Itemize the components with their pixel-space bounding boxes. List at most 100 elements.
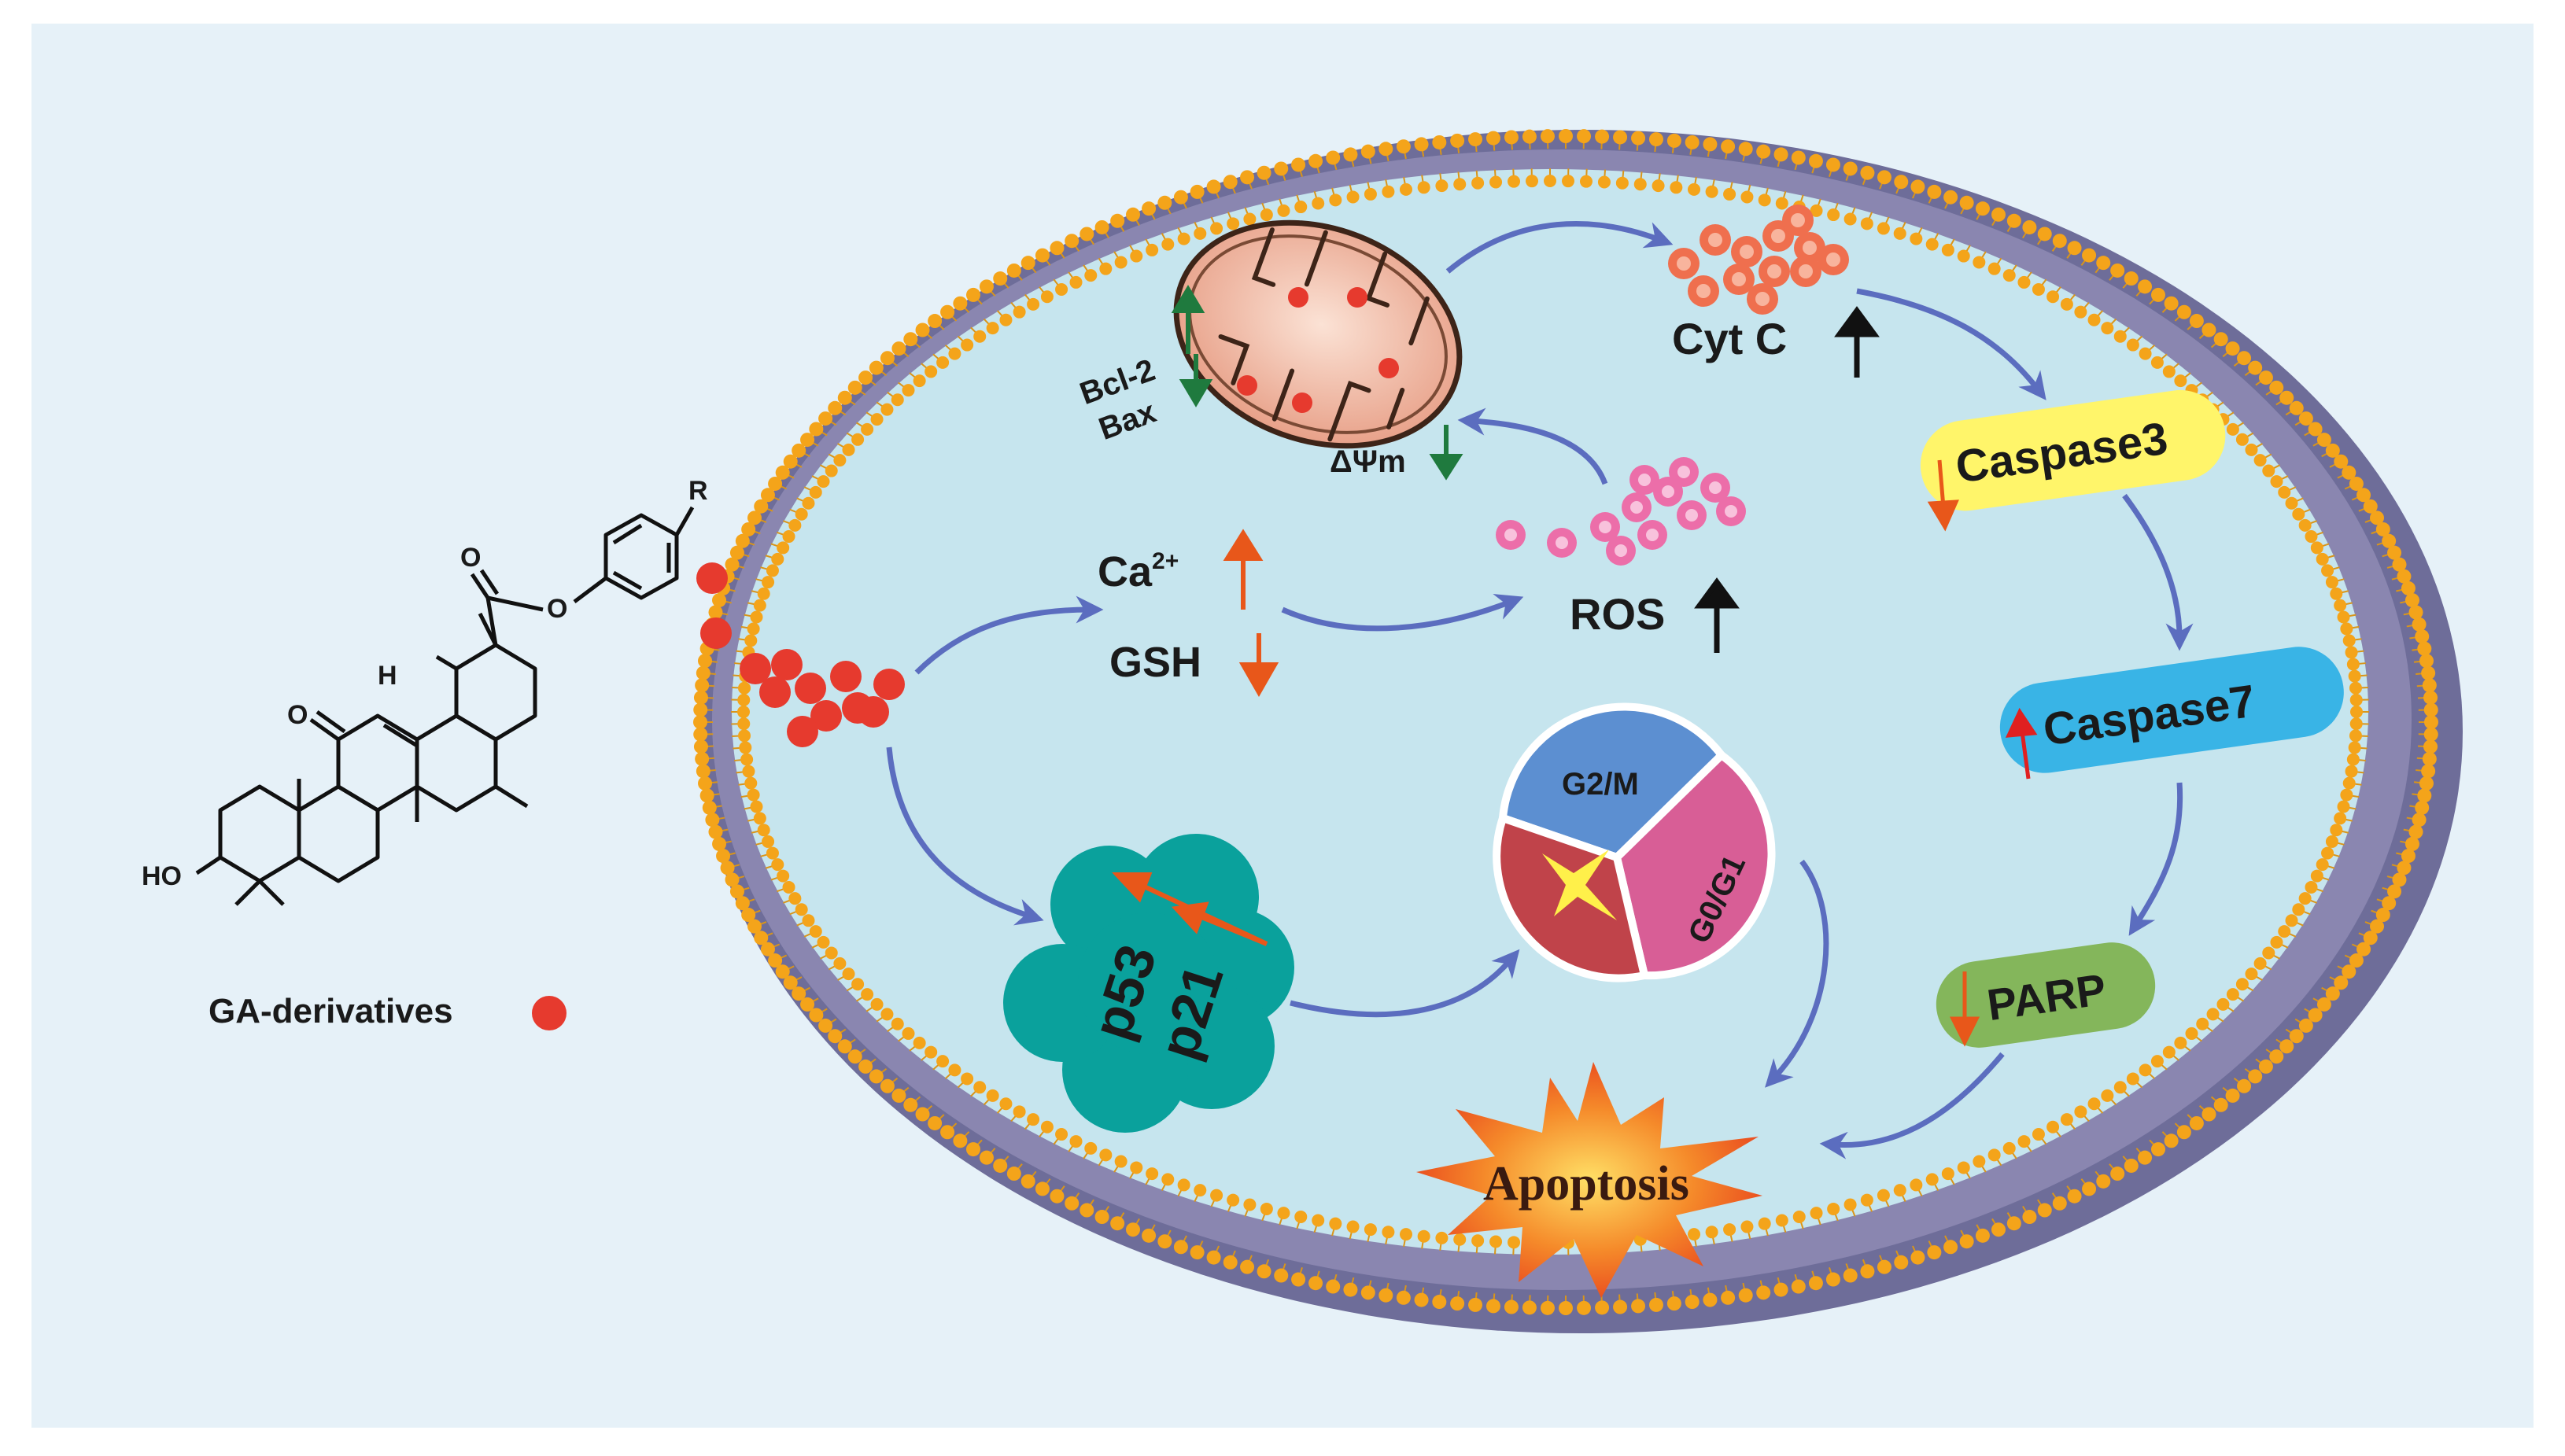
- ga-derivative-dot: [700, 617, 732, 649]
- lipid-outer-head: [2342, 465, 2356, 480]
- ros-molecule-core: [1677, 466, 1690, 478]
- lipid-outer-head: [2151, 1142, 2166, 1157]
- lipid-outer-head: [768, 953, 783, 968]
- lipid-outer-head: [2334, 975, 2349, 990]
- lipid-outer-head: [1291, 1272, 1306, 1287]
- lipid-inner-head: [861, 988, 874, 1001]
- lipid-outer-head: [775, 465, 790, 480]
- parp-down-arrow-icon: [1949, 971, 1980, 1047]
- lipid-outer-head: [1756, 1285, 1771, 1300]
- lipid-outer-head: [775, 964, 790, 979]
- ga-derivative-dot: [810, 700, 842, 732]
- cytc-molecule-core: [1677, 256, 1691, 271]
- lipid-inner-head: [802, 914, 815, 927]
- ros-molecule-core: [1638, 474, 1651, 486]
- ga-derivative-dot: [696, 562, 728, 594]
- lipid-outer-head: [1432, 1295, 1447, 1310]
- lipid-outer-head: [1396, 1290, 1411, 1305]
- lipid-inner-head: [1615, 176, 1629, 190]
- ga-derivative-dot: [771, 649, 803, 680]
- cytc-molecule-core: [1826, 252, 1840, 267]
- lipid-outer-head: [1240, 1259, 1255, 1274]
- lipid-outer-head: [2164, 1133, 2179, 1148]
- chem-o-ester-label: O: [547, 594, 567, 624]
- lipid-inner-head: [2292, 903, 2305, 916]
- lipid-outer-head: [1843, 161, 1858, 176]
- lipid-outer-head: [2082, 1181, 2097, 1196]
- lipid-outer-head: [1504, 1299, 1519, 1314]
- lipid-inner-head: [2087, 1097, 2101, 1111]
- lipid-inner-head: [1860, 217, 1873, 230]
- lipid-inner-head: [744, 776, 758, 790]
- ga-derivatives-legend-dot: [532, 996, 567, 1030]
- ga-derivative-dot: [830, 661, 862, 692]
- lipid-outer-head: [725, 557, 740, 572]
- lipid-inner-head: [1688, 182, 1701, 196]
- lipid-inner-head: [753, 812, 766, 825]
- g2m-segment: [1498, 702, 1727, 862]
- g2m-label: G2/M: [1562, 767, 1639, 802]
- lipid-outer-head: [1773, 147, 1788, 162]
- lipid-outer-head: [783, 454, 798, 469]
- lipid-inner-head: [999, 313, 1013, 326]
- lipid-outer-head: [1959, 1234, 1974, 1249]
- lipid-outer-head: [1975, 1228, 1990, 1243]
- lipid-outer-head: [1577, 1300, 1592, 1315]
- lipid-outer-head: [2404, 836, 2419, 851]
- lipid-bilayer-outer: [693, 129, 2438, 1315]
- lipid-outer-head: [2423, 739, 2438, 754]
- lipid-inner-head: [809, 925, 822, 938]
- lipid-inner-head: [1597, 175, 1611, 189]
- lipid-inner-head: [1114, 256, 1127, 269]
- ga-derivative-structure: [195, 506, 695, 906]
- lipid-inner-head: [2350, 706, 2363, 718]
- lipid-outer-head: [1291, 157, 1306, 172]
- lipid-outer-head: [993, 271, 1008, 286]
- lipid-outer-head: [1020, 1174, 1035, 1189]
- lipid-inner-head: [1877, 222, 1890, 235]
- lipid-outer-head: [1450, 1296, 1465, 1311]
- lipid-outer-head: [2110, 263, 2125, 278]
- lipid-inner-head: [2087, 313, 2101, 326]
- lipid-outer-head: [708, 824, 723, 839]
- lipid-outer-head: [695, 678, 710, 693]
- lipid-outer-head: [2363, 499, 2378, 514]
- lipid-outer-head: [1540, 1300, 1555, 1315]
- lipid-inner-head: [757, 587, 770, 600]
- lipid-outer-head: [1738, 142, 1753, 157]
- lipid-outer-head: [1485, 1299, 1500, 1314]
- lipid-inner-head: [2305, 530, 2318, 544]
- lipid-inner-head: [1810, 1207, 1823, 1220]
- lipid-outer-head: [2387, 884, 2402, 899]
- lipid-inner-head: [2342, 776, 2356, 790]
- lipid-inner-head: [833, 454, 847, 467]
- lipid-inner-head: [1130, 249, 1143, 263]
- lipid-inner-head: [788, 518, 802, 532]
- lipid-inner-head: [1723, 187, 1736, 201]
- lipid-outer-head: [1142, 201, 1157, 216]
- lipid-inner-head: [1399, 182, 1412, 196]
- lipid-outer-head: [2269, 380, 2284, 395]
- lipid-outer-head: [2421, 665, 2436, 680]
- lipid-outer-head: [1791, 150, 1806, 165]
- lipid-outer-head: [754, 931, 769, 945]
- lipid-inner-head: [1957, 249, 1970, 263]
- lipid-outer-head: [1685, 135, 1700, 149]
- chem-o-carbonyl-label: O: [460, 543, 481, 573]
- p53-up-arrow-icon: [1112, 872, 1268, 946]
- lipid-outer-head: [1142, 1228, 1157, 1243]
- ros-molecule-core: [1615, 544, 1627, 557]
- lipid-outer-head: [2279, 1039, 2294, 1054]
- lipid-inner-head: [870, 997, 884, 1011]
- lipid-outer-head: [2382, 533, 2397, 548]
- lipid-inner-head: [2150, 1055, 2164, 1068]
- lipid-outer-head: [2201, 1107, 2216, 1122]
- ros-label: ROS: [1570, 589, 1665, 639]
- lipid-outer-head: [1223, 175, 1238, 190]
- lipid-outer-head: [2412, 617, 2427, 632]
- lipid-outer-head: [2408, 605, 2423, 620]
- arrow-ros-to-mito: [1457, 407, 1608, 485]
- lipid-outer-head: [818, 1018, 833, 1033]
- lipid-inner-head: [842, 968, 855, 981]
- lipid-inner-head: [2017, 1135, 2031, 1148]
